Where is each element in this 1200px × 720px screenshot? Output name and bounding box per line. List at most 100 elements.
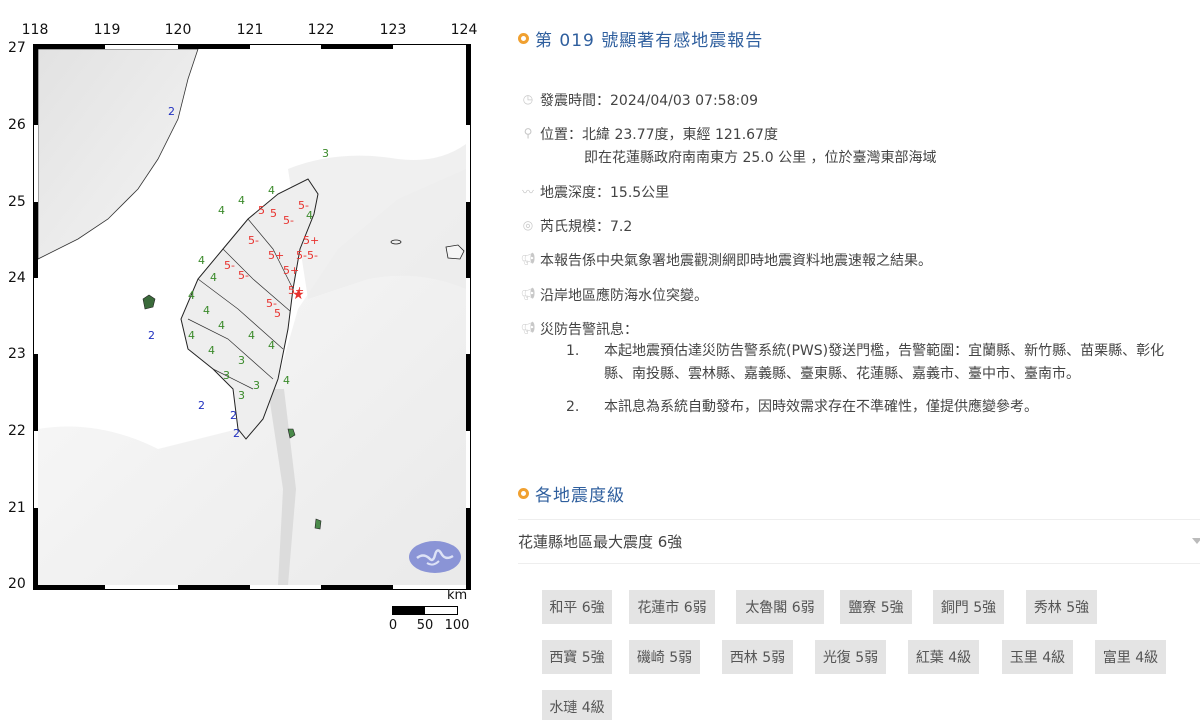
svg-text:4: 4	[188, 329, 195, 342]
frame-bar	[34, 508, 38, 589]
station-pill: 鹽寮 5強	[840, 590, 912, 624]
station-pill: 富里 4級	[1095, 640, 1166, 674]
scale-label: 100	[444, 618, 470, 633]
note-pws: 📢︎ 災防告警訊息：	[518, 319, 638, 339]
trench	[268, 389, 296, 585]
lon-tick: 122	[307, 22, 335, 38]
depth: 〰 地震深度：15.5公里	[518, 182, 669, 202]
intensity-section-title: 各地震度級	[518, 481, 625, 506]
station-pill: 玉里 4級	[1002, 640, 1073, 674]
intensity-labels: 3 2 2 2 2 2 5 5 5- 5- 5+ 5-5- 5+ 5- 5+ 5…	[148, 105, 329, 440]
svg-text:4: 4	[283, 374, 290, 387]
scale-unit: km	[447, 588, 468, 603]
lat-tick: 25	[8, 194, 26, 210]
svg-text:5-: 5-	[224, 259, 235, 272]
svg-text:5-: 5-	[298, 199, 309, 212]
svg-text:5+: 5+	[288, 284, 304, 297]
station-pill: 光復 5弱	[815, 640, 886, 674]
svg-text:4: 4	[218, 204, 225, 217]
chevron-down-icon	[1192, 538, 1200, 544]
county-borders	[187, 218, 294, 390]
lon-tick: 120	[164, 22, 192, 38]
svg-text:5-5-: 5-5-	[296, 249, 318, 262]
station-pill: 水璉 4級	[542, 690, 612, 720]
station-pill: 花蓮市 6弱	[629, 590, 715, 624]
svg-text:2: 2	[198, 399, 205, 412]
svg-text:4: 4	[248, 329, 255, 342]
bullet-ring-icon	[518, 33, 529, 44]
svg-text:4: 4	[188, 289, 195, 302]
station-pill: 西林 5弱	[722, 640, 793, 674]
svg-text:5+: 5+	[303, 234, 319, 247]
station-pill: 秀林 5強	[1026, 590, 1097, 624]
note-tsunami: 📢︎ 沿岸地區應防海水位突變。	[518, 285, 708, 305]
location: ⚲ 位置：北緯 23.77度，東經 121.67度	[518, 124, 778, 144]
mainland-china	[38, 49, 199, 260]
origin-time: ◷ 發震時間：2024/04/03 07:58:09	[518, 90, 758, 110]
map-frame	[33, 44, 471, 590]
frame-bar	[466, 45, 470, 125]
svg-text:3: 3	[253, 379, 260, 392]
lat-tick: 20	[8, 576, 26, 592]
svg-text:5+: 5+	[268, 249, 284, 262]
lat-tick: 24	[8, 270, 26, 286]
svg-text:2: 2	[148, 329, 155, 342]
region-max-intensity-toggle[interactable]: 花蓮縣地區最大震度 6強	[518, 519, 1200, 564]
region-summary: 花蓮縣地區最大震度 6強	[518, 533, 683, 551]
clock-icon: ◷	[522, 92, 534, 106]
signal-icon: ◎	[522, 218, 534, 232]
svg-text:5: 5	[274, 307, 281, 320]
map-canvas: 3 2 2 2 2 2 5 5 5- 5- 5+ 5-5- 5+ 5- 5+ 5…	[38, 49, 466, 585]
frame-bar	[34, 45, 105, 49]
lon-tick: 124	[450, 22, 478, 38]
svg-text:5: 5	[258, 204, 265, 217]
svg-text:4: 4	[238, 194, 245, 207]
lon-tick: 121	[236, 22, 264, 38]
lon-tick: 118	[21, 22, 49, 38]
frame-bar	[34, 45, 38, 125]
intensity-map: 118 119 120 121 122 123 124 27 26 25 24 …	[0, 0, 500, 720]
wave-logo-icon	[416, 549, 454, 566]
station-pill: 西寶 5強	[542, 640, 612, 674]
frame-bar	[321, 45, 393, 49]
report-title-text: 第 019 號顯著有感地震報告	[535, 31, 764, 51]
ryukyu-ridge	[288, 144, 466, 299]
lon-tick: 119	[93, 22, 121, 38]
svg-text:5-: 5-	[283, 214, 294, 227]
svg-text:2: 2	[230, 409, 237, 422]
location-pin-icon: ⚲	[523, 126, 533, 140]
svg-text:2: 2	[168, 105, 175, 118]
epicenter-star: ★	[292, 287, 305, 303]
lat-tick: 26	[8, 117, 26, 133]
note-source: 📢︎ 本報告係中央氣象署地震觀測網即時地震資料地震速報之結果。	[518, 250, 932, 270]
yonaguni-island	[445, 244, 465, 260]
svg-text:4: 4	[198, 254, 205, 267]
frame-bar	[321, 585, 393, 589]
frame-bar	[466, 354, 470, 431]
scale-bar	[392, 606, 458, 615]
svg-text:4: 4	[218, 319, 225, 332]
location-detail: 即在花蓮縣政府南南東方 25.0 公里 ，位於臺灣東部海域	[584, 150, 937, 166]
svg-text:3: 3	[223, 369, 230, 382]
penghu-islands	[142, 294, 156, 310]
frame-bar	[466, 508, 470, 589]
svg-text:4: 4	[268, 184, 275, 197]
svg-text:5-: 5-	[238, 269, 249, 282]
svg-text:5-: 5-	[248, 234, 259, 247]
lon-tick: 123	[379, 22, 407, 38]
svg-text:3: 3	[322, 147, 329, 160]
station-pill: 磯崎 5弱	[629, 640, 700, 674]
svg-text:3: 3	[238, 354, 245, 367]
station-pill: 紅葉 4級	[908, 640, 979, 674]
waveform-icon: 〰	[521, 184, 534, 199]
svg-text:4: 4	[210, 271, 217, 284]
megaphone-icon: 📢︎	[520, 287, 536, 301]
bullet-ring-icon	[518, 488, 529, 499]
lat-tick: 22	[8, 423, 26, 439]
scale-label: 50	[416, 618, 434, 633]
earthquake-report: 第 019 號顯著有感地震報告 ◷ 發震時間：2024/04/03 07:58:…	[518, 0, 1200, 720]
report-title: 第 019 號顯著有感地震報告	[518, 26, 763, 51]
station-pill: 銅門 5強	[933, 590, 1004, 624]
frame-bar	[34, 202, 38, 278]
lat-tick: 23	[8, 346, 26, 362]
